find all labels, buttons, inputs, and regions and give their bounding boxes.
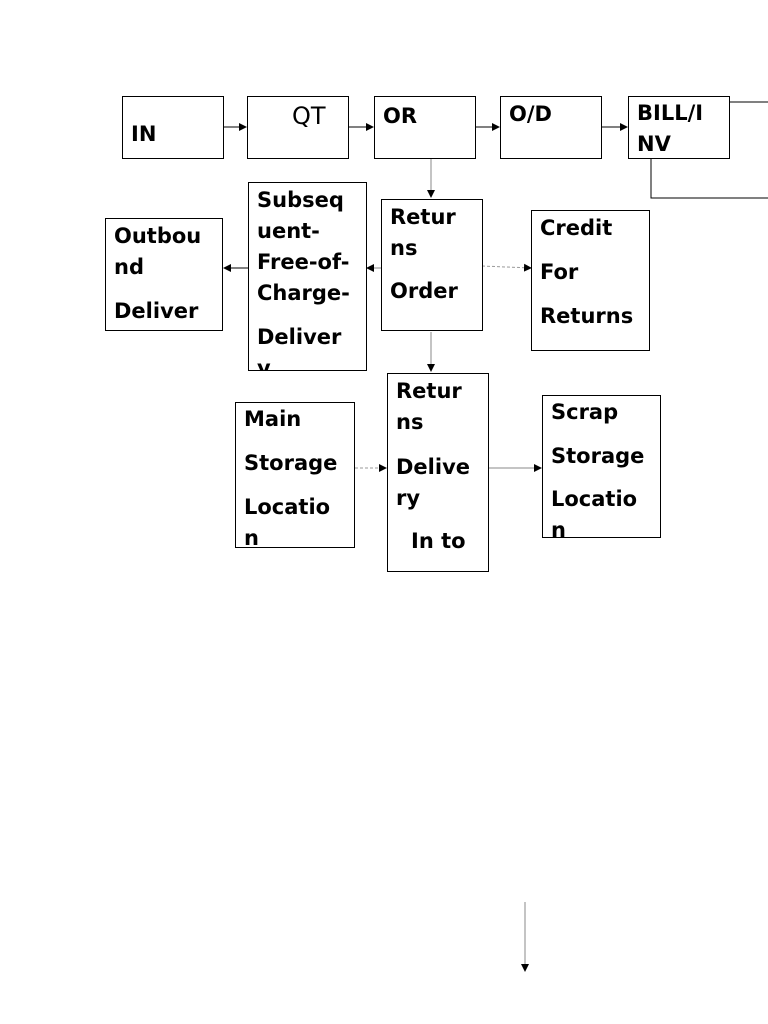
node-bill-line-1: BILL/I — [637, 101, 704, 125]
node-in: IN — [122, 96, 224, 159]
node-returns-order: Retur ns Order — [381, 199, 483, 331]
node-subsequent-free-of-charge-delivery: Subseq uent- Free-of- Charge- Deliver y — [248, 182, 367, 371]
line-bill-return — [650, 158, 768, 199]
node-outbound-delivery: Outbou nd Deliver — [105, 218, 223, 331]
node-returns-order-line-1: Retur — [390, 205, 456, 229]
node-returns-delivery-line-1: Retur — [396, 379, 462, 403]
node-main-storage-line-3: Locatio — [244, 495, 331, 519]
node-subsequent-line-6: y — [257, 356, 271, 371]
node-credit-line-1: Credit — [540, 216, 613, 240]
node-main-storage-location: Main Storage Locatio n — [235, 402, 355, 548]
node-main-storage-line-2: Storage — [244, 451, 338, 475]
node-outbound-line-2: nd — [114, 255, 144, 279]
node-credit-line-2: For — [540, 260, 579, 284]
node-or-line-1: OR — [383, 104, 418, 128]
node-bill-line-2: NV — [637, 132, 671, 156]
node-returns-delivery-line-2: ns — [396, 410, 424, 434]
node-scrap-line-3: Locatio — [551, 487, 638, 511]
node-subsequent-line-3: Free-of- — [257, 250, 350, 274]
node-subsequent-line-1: Subseq — [257, 188, 344, 212]
node-returns-delivery-line-4: ry — [396, 486, 421, 510]
node-subsequent-line-2: uent- — [257, 219, 320, 243]
node-outbound-line-3: Deliver — [114, 299, 199, 323]
node-od: O/D — [500, 96, 602, 159]
node-returns-order-line-3: Order — [390, 279, 458, 303]
node-qt: QT — [247, 96, 349, 159]
node-scrap-line-1: Scrap — [551, 400, 619, 424]
node-scrap-line-2: Storage — [551, 444, 645, 468]
node-subsequent-line-5: Deliver — [257, 325, 342, 349]
node-scrap-line-4: n — [551, 518, 566, 538]
node-qt-line-1: QT — [292, 102, 326, 130]
arrow-returns-order-to-credit — [481, 263, 532, 272]
node-in-line-1: IN — [131, 122, 157, 146]
node-main-storage-line-4: n — [244, 526, 259, 548]
node-or: OR — [374, 96, 476, 159]
node-outbound-line-1: Outbou — [114, 224, 202, 248]
node-credit-for-returns: Credit For Returns — [531, 210, 650, 351]
node-od-line-1: O/D — [509, 102, 552, 126]
node-subsequent-line-4: Charge- — [257, 281, 350, 305]
node-returns-delivery-line-3: Delive — [396, 455, 471, 479]
node-returns-order-line-2: ns — [390, 236, 418, 260]
node-returns-delivery-line-5: In to — [411, 529, 466, 553]
node-credit-line-3: Returns — [540, 304, 634, 328]
node-bill: BILL/I NV — [628, 96, 730, 159]
node-main-storage-line-1: Main — [244, 407, 302, 431]
node-scrap-storage-location: Scrap Storage Locatio n — [542, 395, 661, 538]
node-returns-delivery: Retur ns Delive ry In to — [387, 373, 489, 572]
